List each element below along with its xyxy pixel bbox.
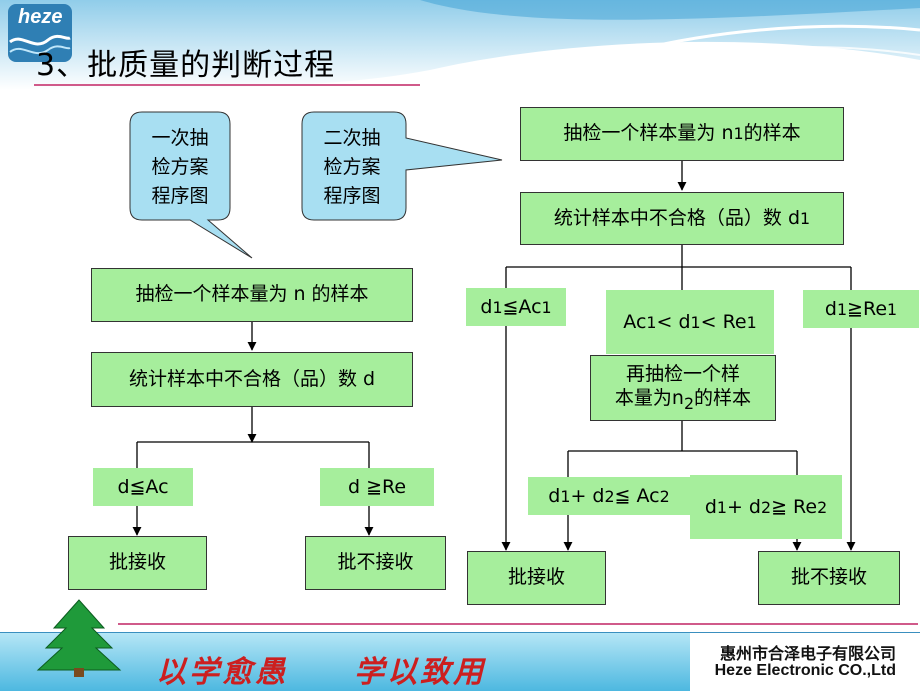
resample-line1: 再抽检一个样 <box>625 362 740 385</box>
callout-double-line2: 检方案 <box>323 156 381 178</box>
double-step-sample-sub: 1 <box>733 124 744 144</box>
accept1-b-sub: 1 <box>541 297 552 317</box>
double-step-sample-text: 抽检一个样本量为 n <box>563 122 734 145</box>
footer-divider <box>118 623 918 625</box>
middle-a-sub: 1 <box>646 312 657 332</box>
footer-company-en: Heze Electronic CO.,Ltd <box>714 662 896 679</box>
callout-single-line2: 检方案 <box>151 156 209 178</box>
single-reject-condition: d ≧Re <box>320 468 434 506</box>
middle-c-sub: 1 <box>746 312 757 332</box>
double-step-resample: 再抽检一个样 本量为n2的样本 <box>590 355 776 421</box>
reject2-op2: ≧ Re <box>771 496 818 518</box>
callout-single-bubble <box>129 111 253 259</box>
reject1-b-sub: 1 <box>887 299 898 319</box>
callout-double-bubble <box>301 111 503 221</box>
resample-line2-sub: 2 <box>683 393 695 413</box>
accept1-op: ≦Ac <box>502 296 542 318</box>
tree-icon <box>36 599 122 677</box>
single-accept-condition: d≦Ac <box>93 468 193 506</box>
callout-single-line1: 一次抽 <box>151 127 209 149</box>
middle-a: Ac <box>623 311 647 333</box>
reject2-c-sub: 2 <box>817 497 828 517</box>
logo-wave-icon <box>9 34 71 55</box>
callout-double-text: 二次抽 检方案 程序图 <box>304 124 400 211</box>
accept2-b-sub: 2 <box>604 486 615 506</box>
title-underline <box>34 84 420 86</box>
callout-double-line1: 二次抽 <box>323 127 381 149</box>
reject2-op1: + d <box>726 496 761 518</box>
double-step-count-sub: 1 <box>800 208 811 228</box>
single-accept-result: 批接收 <box>68 536 207 590</box>
single-step-sample: 抽检一个样本量为 n 的样本 <box>91 268 413 322</box>
header-background <box>0 0 920 90</box>
accept2-op2: ≦ Ac <box>614 485 660 507</box>
double-step-count-text: 统计样本中不合格（品）数 d <box>553 206 801 229</box>
middle-op1: < d <box>656 311 691 333</box>
resample-line2-tail: 的样本 <box>694 386 752 409</box>
reject2-b-sub: 2 <box>761 497 772 517</box>
single-reject-result: 批不接收 <box>305 536 446 590</box>
footer-company-panel <box>690 632 920 691</box>
middle-b-sub: 1 <box>690 312 701 332</box>
callout-single-text: 一次抽 检方案 程序图 <box>132 124 228 211</box>
resample-line2: 本量为n2的样本 <box>615 387 751 414</box>
reject1-a: d <box>824 298 837 320</box>
reject2-a-sub: 1 <box>716 497 727 517</box>
accept1-a-sub: 1 <box>492 297 503 317</box>
accept2-c-sub: 2 <box>659 486 670 506</box>
middle-op2: < Re <box>700 311 747 333</box>
footer-company-cn: 惠州市合泽电子有限公司 <box>719 644 896 663</box>
callout-single-line3: 程序图 <box>151 185 209 207</box>
callout-double-line3: 程序图 <box>323 185 381 207</box>
footer-bar <box>0 632 690 691</box>
footer-slogan: 以学愈愚 学以致用 <box>156 655 486 690</box>
single-step-count: 统计样本中不合格（品）数 d <box>91 352 413 407</box>
accept1-a: d <box>480 296 493 318</box>
accept2-op1: + d <box>570 485 605 507</box>
reject2-a: d <box>704 496 717 518</box>
accept2-a: d <box>548 485 561 507</box>
page-title: 3、批质量的判断过程 <box>36 48 336 83</box>
resample-line2-text: 本量为n <box>614 386 684 409</box>
double-reject-result: 批不接收 <box>758 551 900 605</box>
double-accept-result: 批接收 <box>467 551 606 605</box>
double-step-sample-tail: 的样本 <box>743 122 801 145</box>
logo-text: heze <box>18 6 63 28</box>
reject1-op: ≧Re <box>847 298 888 320</box>
accept2-a-sub: 1 <box>560 486 571 506</box>
reject1-a-sub: 1 <box>836 299 848 319</box>
